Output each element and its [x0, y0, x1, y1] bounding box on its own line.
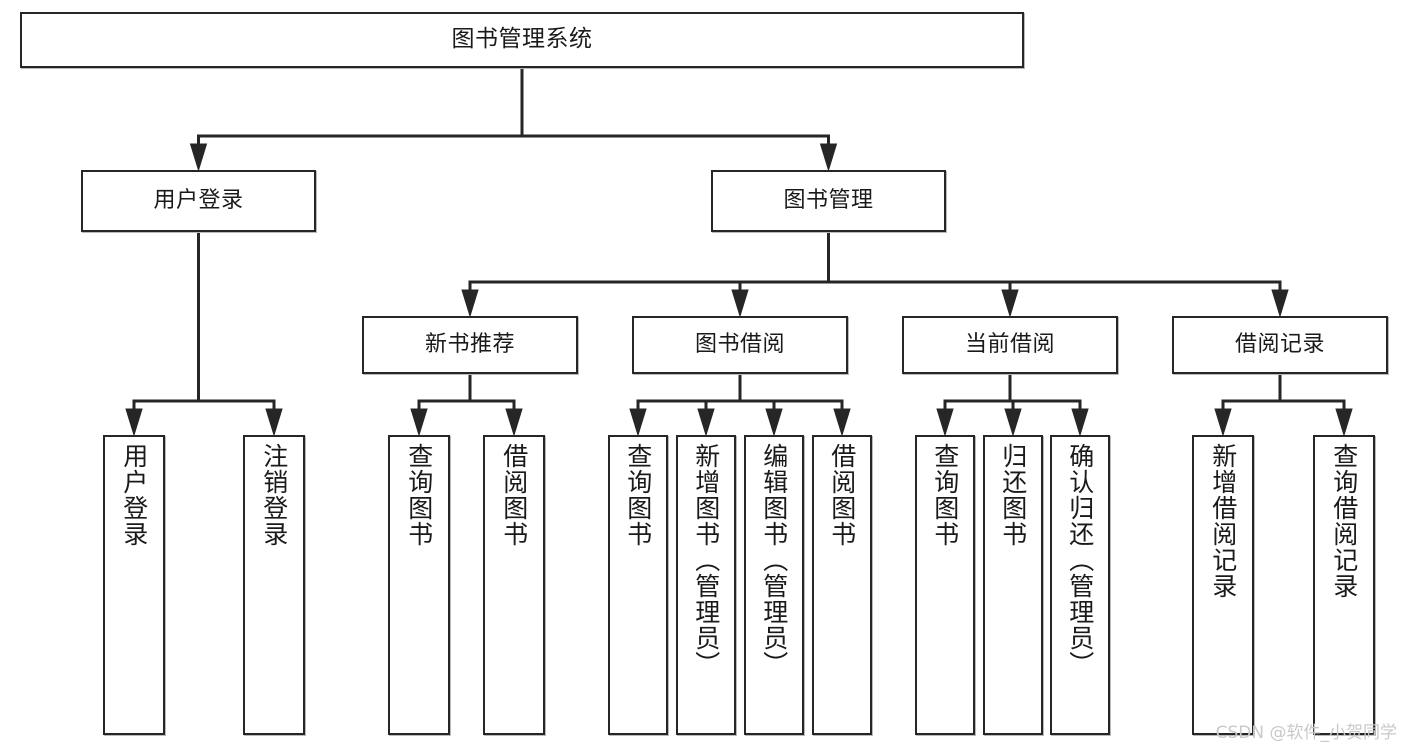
node-leaf-book-edit[interactable]: 编辑图书（管理员）: [744, 435, 804, 735]
arrowhead-new-book-rec-1: [505, 408, 523, 437]
node-user-login[interactable]: 用户登录: [81, 170, 316, 232]
node-label: 图书借阅: [694, 332, 785, 358]
node-leaf-cur-query[interactable]: 查询图书: [915, 435, 975, 735]
node-label: 图书管理: [783, 188, 874, 214]
node-label: 查询图书: [404, 443, 434, 547]
node-label: 新增图书（管理员）: [691, 443, 721, 677]
node-label: 当前借阅: [964, 332, 1055, 358]
arrowhead-new-book-rec-0: [410, 408, 428, 437]
node-leaf-record-query[interactable]: 查询借阅记录: [1313, 435, 1375, 735]
node-leaf-record-add[interactable]: 新增借阅记录: [1192, 435, 1254, 735]
node-leaf-borrow-book[interactable]: 借阅图书: [812, 435, 872, 735]
arrowhead-root-0: [189, 143, 208, 172]
node-label: 用户登录: [153, 188, 244, 214]
arrowhead-borrow-record-1: [1335, 408, 1353, 437]
arrowhead-current-borrow-1: [1004, 408, 1022, 437]
node-label: 借阅记录: [1234, 332, 1325, 358]
node-label: 确认归还（管理员）: [1065, 443, 1095, 677]
node-current-borrow[interactable]: 当前借阅: [902, 316, 1118, 374]
node-leaf-rec-borrow[interactable]: 借阅图书: [483, 435, 545, 735]
arrowhead-book-borrow-1: [697, 408, 715, 437]
arrowhead-user-login-1: [265, 408, 283, 437]
node-label: 新增借阅记录: [1208, 443, 1238, 599]
node-book-borrow[interactable]: 图书借阅: [632, 316, 848, 374]
node-leaf-book-add[interactable]: 新增图书（管理员）: [676, 435, 736, 735]
node-label: 查询图书: [623, 443, 653, 547]
node-borrow-record[interactable]: 借阅记录: [1172, 316, 1388, 374]
watermark: CSDN @软件_小贺同学: [1215, 723, 1397, 743]
node-label: 归还图书: [998, 443, 1028, 547]
node-label: 查询借阅记录: [1329, 443, 1359, 599]
node-leaf-return-book[interactable]: 归还图书: [983, 435, 1043, 735]
arrowhead-current-borrow-2: [1071, 408, 1089, 437]
arrowhead-book-manage-2: [1001, 289, 1019, 318]
node-leaf-borrow-query[interactable]: 查询图书: [608, 435, 668, 735]
arrowhead-book-manage-0: [461, 289, 479, 318]
node-book-manage[interactable]: 图书管理: [711, 170, 946, 232]
node-label: 图书管理系统: [451, 26, 593, 53]
arrowhead-book-manage-3: [1271, 289, 1289, 318]
arrowhead-book-manage-1: [731, 289, 749, 318]
node-label: 新书推荐: [424, 332, 515, 358]
arrowhead-current-borrow-0: [936, 408, 954, 437]
node-label: 注销登录: [259, 443, 289, 547]
arrowhead-book-borrow-0: [629, 408, 647, 437]
node-leaf-confirm-return[interactable]: 确认归还（管理员）: [1050, 435, 1110, 735]
node-label: 借阅图书: [827, 443, 857, 547]
node-leaf-user-logout[interactable]: 注销登录: [243, 435, 305, 735]
node-label: 查询图书: [930, 443, 960, 547]
node-leaf-rec-query[interactable]: 查询图书: [388, 435, 450, 735]
arrowhead-user-login-0: [125, 408, 143, 437]
node-new-book-rec[interactable]: 新书推荐: [362, 316, 578, 374]
arrowhead-root-1: [819, 143, 838, 172]
node-label: 编辑图书（管理员）: [759, 443, 789, 677]
node-leaf-user-login[interactable]: 用户登录: [103, 435, 165, 735]
node-label: 借阅图书: [499, 443, 529, 547]
node-root[interactable]: 图书管理系统: [20, 12, 1024, 68]
arrowhead-book-borrow-3: [833, 408, 851, 437]
arrowhead-borrow-record-0: [1214, 408, 1232, 437]
node-label: 用户登录: [119, 443, 149, 547]
arrowhead-book-borrow-2: [765, 408, 783, 437]
